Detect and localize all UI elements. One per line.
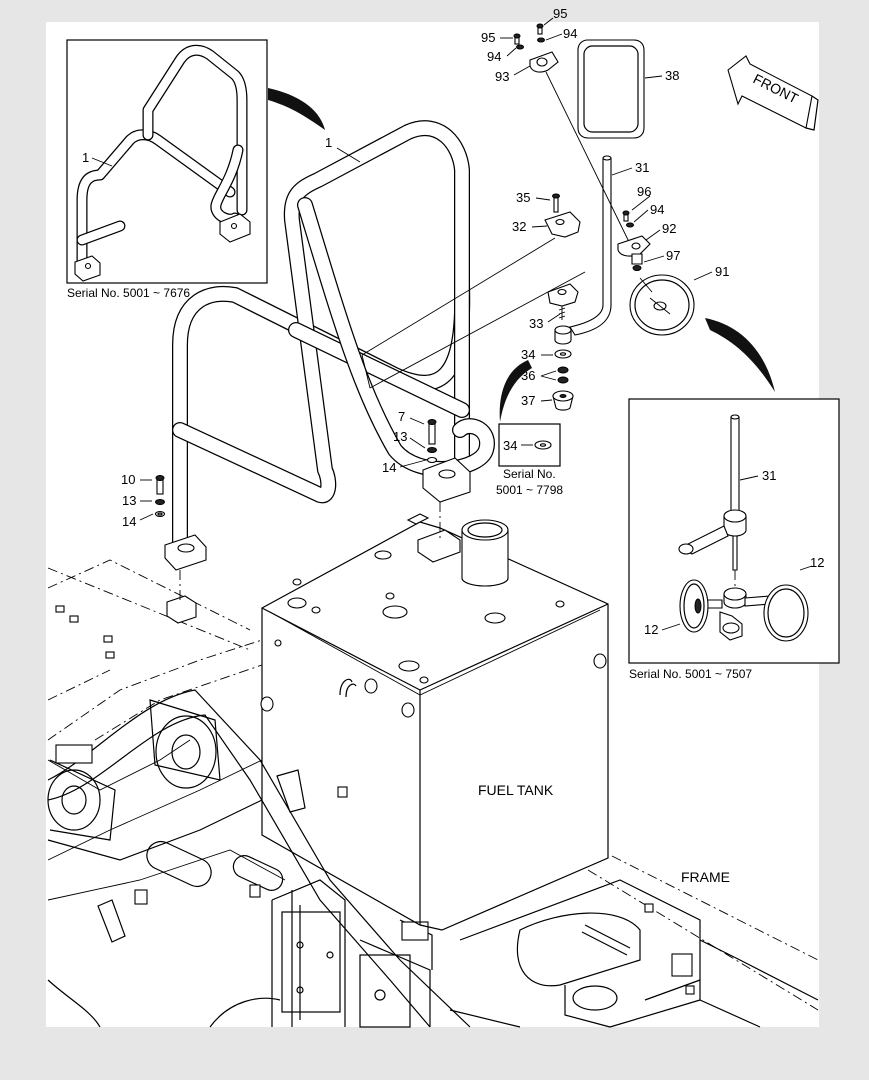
mount-stack: 35 32 33 34 36 37 bbox=[361, 190, 586, 497]
serial-caption-34-line1: Serial No. bbox=[503, 467, 556, 481]
callout-93: 93 bbox=[495, 69, 509, 84]
fasteners-left: 10 13 14 bbox=[121, 472, 166, 529]
callout-32: 32 bbox=[512, 219, 526, 234]
callout-14-right: 14 bbox=[382, 460, 396, 475]
machine-frame bbox=[47, 559, 819, 1028]
inset-right: 31 12 12 Serial No. 5001 ~ 7507 bbox=[628, 398, 840, 681]
callout-35: 35 bbox=[516, 190, 530, 205]
callout-94-left: 94 bbox=[487, 49, 501, 64]
serial-caption-left: Serial No. 5001 ~ 7676 bbox=[67, 286, 190, 300]
serial-caption-right: Serial No. 5001 ~ 7507 bbox=[629, 667, 752, 681]
callout-37: 37 bbox=[521, 393, 535, 408]
callout-96: 96 bbox=[637, 184, 651, 199]
callout-38: 38 bbox=[665, 68, 679, 83]
callout-7: 7 bbox=[398, 409, 405, 424]
callout-13-left: 13 bbox=[122, 493, 136, 508]
fuel-tank-label: FUEL TANK bbox=[478, 782, 554, 798]
callout-1-main: 1 bbox=[325, 135, 332, 150]
callout-10: 10 bbox=[121, 472, 135, 487]
callout-94-mid: 94 bbox=[650, 202, 664, 217]
callout-34-box: 34 bbox=[503, 438, 517, 453]
callout-31-main: 31 bbox=[635, 160, 649, 175]
serial-caption-34-line2: 5001 ~ 7798 bbox=[496, 483, 563, 497]
callout-95-top: 95 bbox=[553, 6, 567, 21]
callout-91: 91 bbox=[715, 264, 729, 279]
callout-97: 97 bbox=[666, 248, 680, 263]
callout-94-top: 94 bbox=[563, 26, 577, 41]
fasteners-right: 7 13 14 bbox=[382, 409, 438, 475]
mirror-assembly: 38 31 95 94 95 94 93 bbox=[481, 6, 775, 392]
frame-label: FRAME bbox=[681, 869, 730, 885]
callout-31-inset: 31 bbox=[762, 468, 776, 483]
callout-92: 92 bbox=[662, 221, 676, 236]
callout-33: 33 bbox=[529, 316, 543, 331]
callout-14-left: 14 bbox=[122, 514, 136, 529]
callout-1-inset: 1 bbox=[82, 150, 89, 165]
callout-34: 34 bbox=[521, 347, 535, 362]
inset-left: 1 Serial No. 5001 ~ 7676 bbox=[66, 39, 325, 300]
callout-13-right: 13 bbox=[393, 429, 407, 444]
fuel-tank bbox=[260, 513, 609, 931]
callout-12-top: 12 bbox=[810, 555, 824, 570]
callout-12-left: 12 bbox=[644, 622, 658, 637]
handrail-main bbox=[164, 120, 495, 624]
callout-95-left: 95 bbox=[481, 30, 495, 45]
